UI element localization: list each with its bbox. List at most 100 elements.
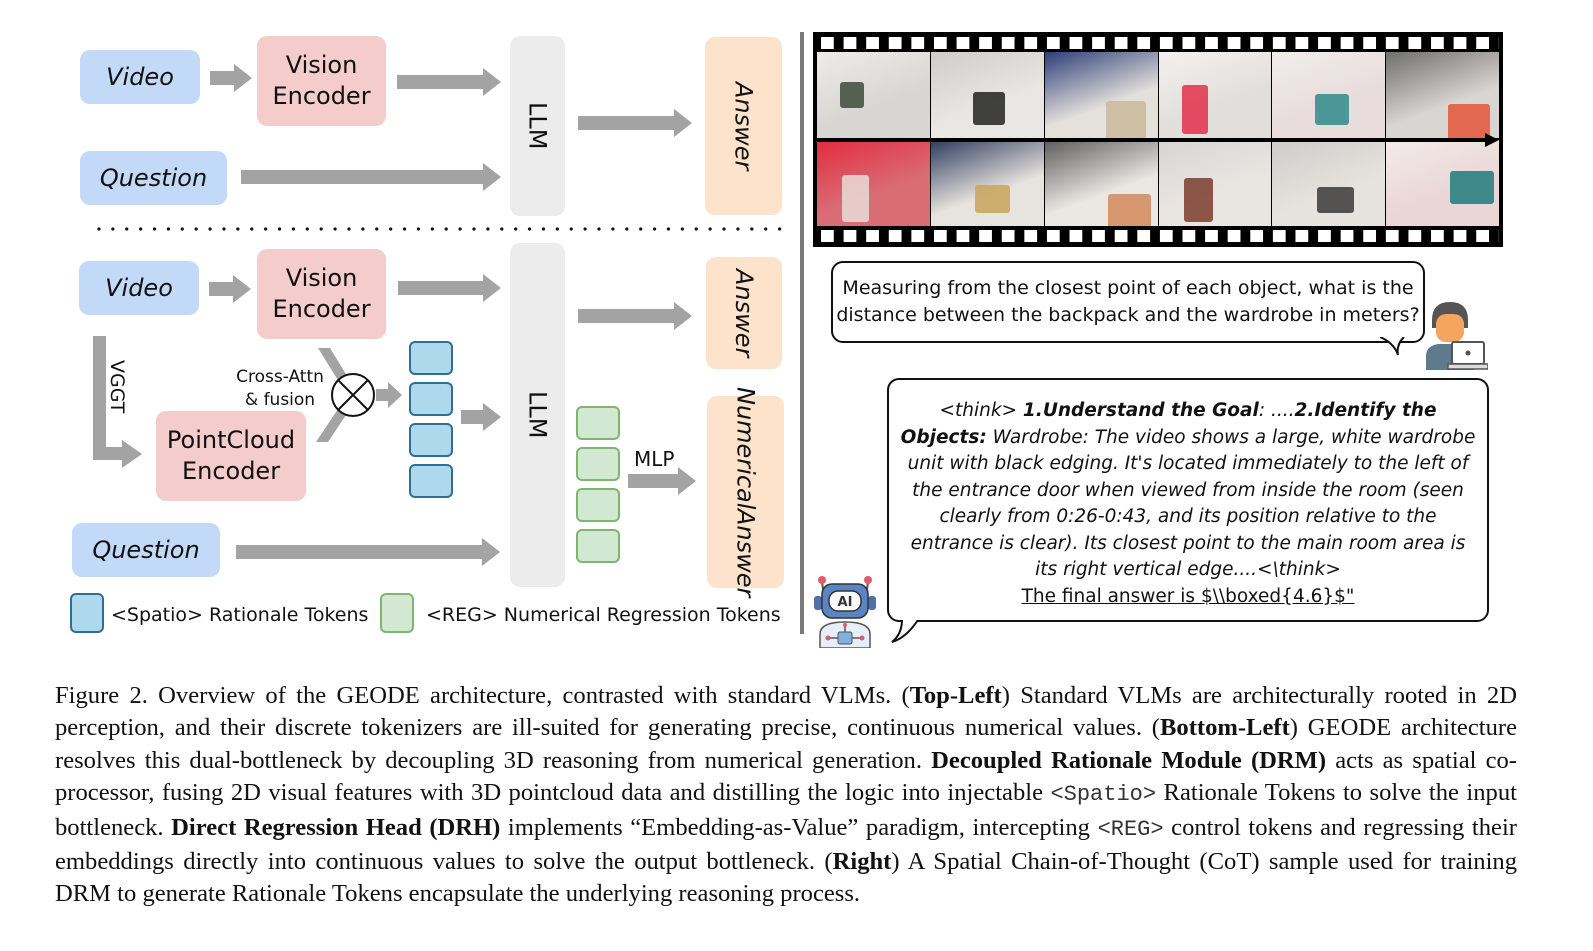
video-input-box: Video <box>80 50 200 104</box>
ai-icon-label: AI <box>838 595 853 610</box>
ai-bubble-tail <box>891 620 919 643</box>
user-bubble-tail <box>1379 337 1405 356</box>
cot-step-1-rest: : .... <box>1258 400 1295 421</box>
video-label: Video <box>106 63 174 91</box>
spatio-token <box>409 423 453 457</box>
film-sprocket-top <box>821 37 1499 49</box>
vision-encoder-box: Vision Encoder <box>257 36 386 126</box>
frame-object <box>1450 170 1495 205</box>
legend-spatio-label: <Spatio> Rationale Tokens <box>111 604 369 626</box>
caption-text: ) A Spatial Chain-of-Thought (CoT) sampl… <box>55 848 1518 908</box>
spatio-token <box>409 382 453 416</box>
frame-object <box>1107 194 1151 226</box>
vggt-arrow-horizontal <box>93 447 123 460</box>
pointcloud-encoder-label-2: Encoder <box>181 457 281 485</box>
vision-encoder-label-1: Vision <box>285 264 358 292</box>
frame-object <box>1105 101 1147 138</box>
video-frame-wall-shelf-clothes <box>1272 52 1386 138</box>
cot-body-1: Wardrobe: The video shows a large, white… <box>986 426 1476 448</box>
user-question-line-1: Measuring from the closest point of each… <box>842 277 1414 299</box>
video-frame-shelf-bed <box>930 140 1044 226</box>
film-sprocket-bottom <box>821 230 1499 242</box>
caption-bold-drh: Direct Regression Head (DRH) <box>171 813 501 841</box>
question-label: Question <box>99 164 208 192</box>
arrow-mlp-to-numerical-answer <box>628 467 696 495</box>
cot-step-2a: 2.Identify the <box>1294 400 1437 421</box>
frame-object <box>972 91 1006 126</box>
caption-text: Rationale Tokens to solve the input bott… <box>55 779 1517 841</box>
frame-object <box>974 184 1010 214</box>
video-frame-hallway-door-coat <box>817 52 930 138</box>
mlp-label: MLP <box>634 447 675 471</box>
caption-text: ) GEODE architecture resolves this dual-… <box>55 714 1517 774</box>
cot-line-4: the entrance door when viewed from insid… <box>912 479 1464 501</box>
caption-text: Figure 2. Overview of the GEODE architec… <box>55 682 910 709</box>
user-question-bubble: Measuring from the closest point of each… <box>831 261 1425 343</box>
caption-text: ) Standard VLMs are architecturally root… <box>55 682 1517 742</box>
frame-object <box>1448 103 1490 138</box>
user-question-line-2: distance between the backpack and the wa… <box>836 304 1420 326</box>
dotted-separator <box>92 227 782 231</box>
frame-object <box>1317 187 1354 214</box>
think-open-tag: <think> <box>939 400 1018 421</box>
cross-attn-label-2: & fusion <box>244 390 316 410</box>
numerical-answer-box: Numerical Answer <box>707 387 784 597</box>
question-label: Question <box>92 536 200 564</box>
video-frame-wardrobe-lamp <box>1158 140 1272 226</box>
arrow-llm-to-answer <box>578 302 692 330</box>
caption-bold-top-left: Top-Left <box>909 682 1002 709</box>
caption-text: acts as spatial co-processor, fusing 2D … <box>55 746 1517 807</box>
vision-encoder-label-1: Vision <box>285 51 358 79</box>
video-label: Video <box>105 274 173 302</box>
answer-label: Answer <box>729 81 758 171</box>
reg-token <box>576 529 620 563</box>
numerical-answer-label-2: Answer <box>731 509 760 598</box>
pointcloud-encoder-box: PointCloud Encoder <box>156 411 306 501</box>
legend-reg-label: <REG> Numerical Regression Tokens <box>426 604 781 626</box>
vision-encoder-label-2: Encoder <box>272 82 371 110</box>
fusion-out-shaft <box>376 389 388 401</box>
vision-encoder-box: Vision Encoder <box>257 249 386 339</box>
spatio-token <box>409 464 453 498</box>
video-frame-wardrobe-hallway <box>1272 140 1386 226</box>
ai-cot-bubble: <think> 1.Understand the Goal: ....2.Ide… <box>887 378 1489 622</box>
film-frames-grid <box>817 52 1499 226</box>
cross-attn-label-1: Cross-Attn <box>236 367 324 387</box>
figure-caption: Figure 2. Overview of the GEODE architec… <box>55 680 1517 911</box>
llm-box: LLM <box>510 243 565 587</box>
cot-line-3: unit with black edging. It's located imm… <box>907 453 1469 474</box>
ai-robot-icon: AI <box>814 576 876 648</box>
arrow-tokens-to-llm <box>461 403 501 431</box>
video-frame-pink-wall-towel <box>1386 140 1499 226</box>
question-input-box: Question <box>80 151 227 205</box>
timeline-arrow <box>817 133 1499 147</box>
arrow-video-to-encoder <box>209 275 251 303</box>
arrow-video-to-encoder <box>210 64 252 92</box>
video-frame-blue-carpet-corridor <box>1044 52 1158 138</box>
arrow-encoder-to-llm <box>398 274 501 302</box>
cot-line-7: its right vertical edge....<\think> <box>1035 559 1341 580</box>
legend-spatio-swatch <box>70 593 104 633</box>
vggt-arrow-head <box>122 440 142 468</box>
reg-token <box>576 406 620 440</box>
caption-text: control tokens and regressing their embe… <box>55 813 1517 876</box>
fusion-out-head <box>388 382 402 408</box>
video-frame-desk-chair-map <box>1044 140 1158 226</box>
caption-bold-bottom-left: Bottom-Left <box>1160 714 1290 742</box>
frame-object <box>841 175 869 222</box>
legend-reg-swatch <box>380 593 414 633</box>
video-frame-wardrobe-top-backpack <box>930 52 1044 138</box>
answer-box: Answer <box>706 257 782 369</box>
caption-text: implements “Embedding-as-Value” paradigm… <box>500 813 1098 841</box>
cot-step-1: 1.Understand the Goal <box>1022 400 1259 421</box>
caption-bold-drm: Decoupled Rationale Module (DRM) <box>931 746 1327 774</box>
numerical-answer-label-1: Numerical <box>731 386 760 510</box>
panel-divider <box>800 32 804 634</box>
cot-line-5: clearly from 0:26-0:43, and its position… <box>939 506 1437 527</box>
video-frame-office-chair-desk <box>1386 52 1499 138</box>
arrow-llm-to-answer <box>578 109 692 137</box>
cross-attn-label: Cross-Attn & fusion <box>228 366 332 412</box>
caption-code-spatio: <Spatio> <box>1050 782 1157 808</box>
video-frame-red-curtain-window <box>817 140 930 226</box>
llm-label: LLM <box>523 391 552 439</box>
